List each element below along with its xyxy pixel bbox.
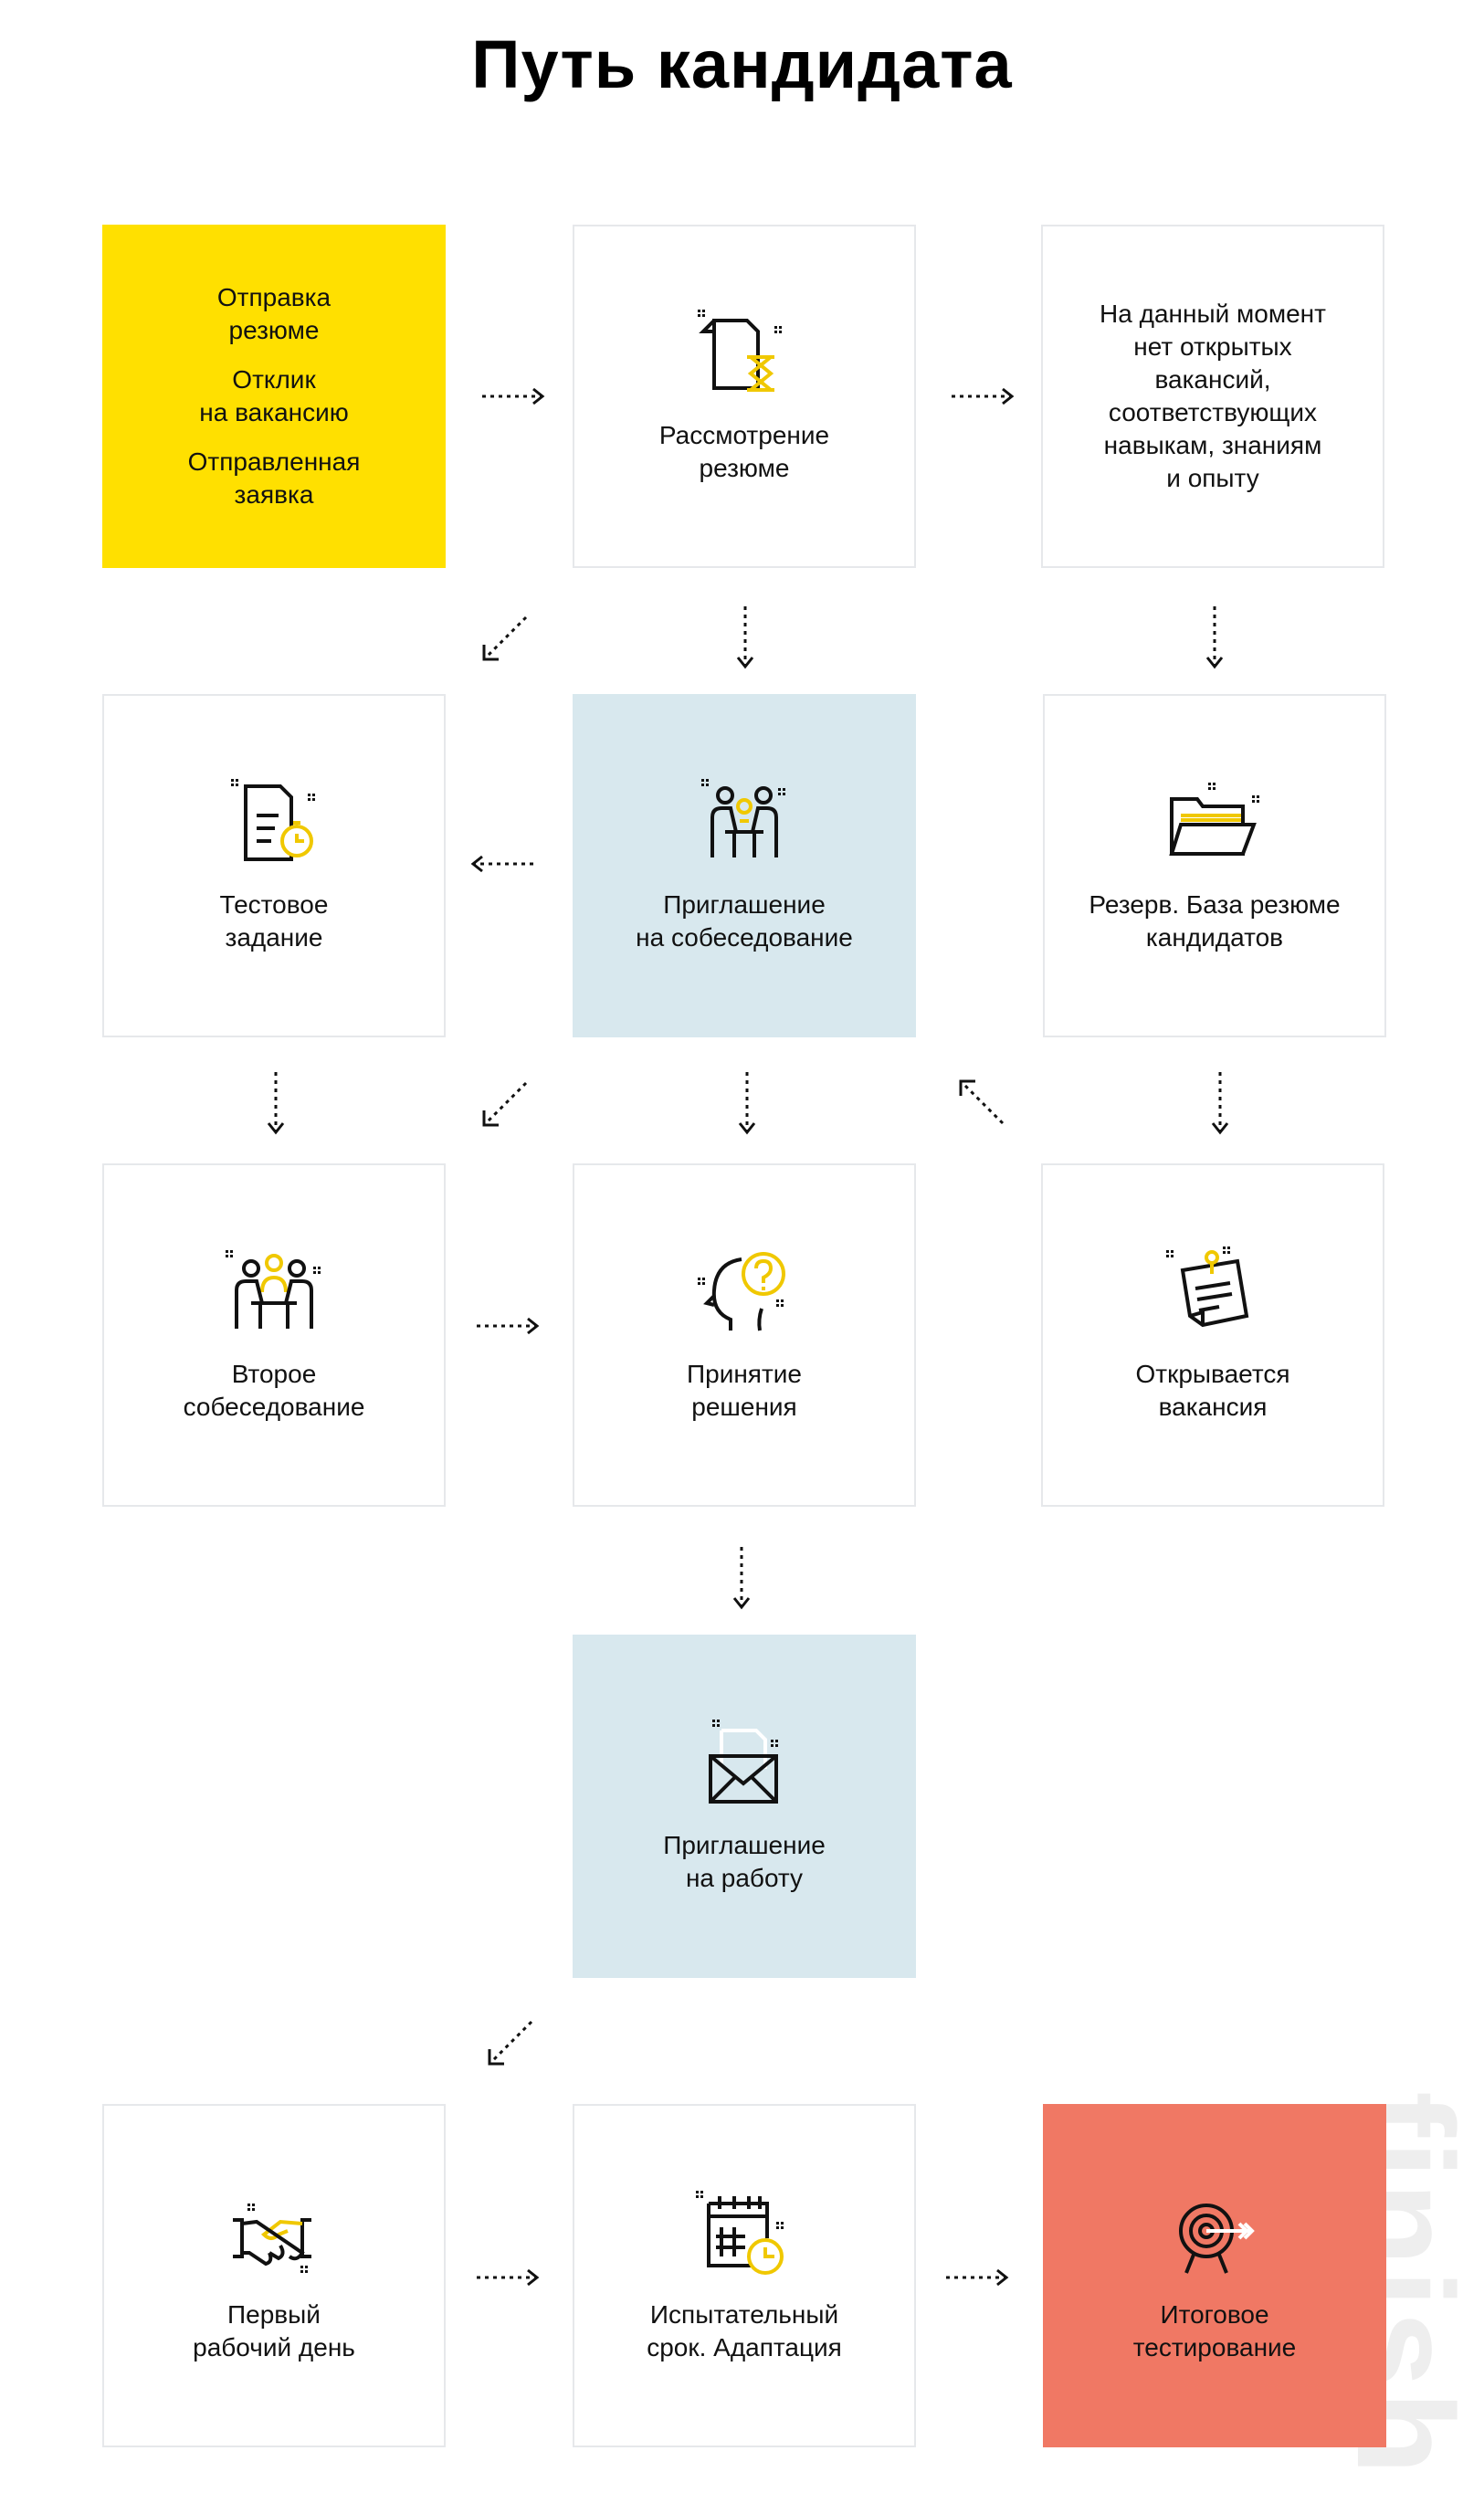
second-interview-label: Второе собеседование: [183, 1360, 365, 1421]
arrow-interview-to-test-task: [466, 827, 539, 900]
meeting-icon: [224, 1246, 324, 1338]
finish-watermark: finish: [1329, 2091, 1482, 2478]
head-question-icon: [694, 1246, 795, 1338]
node-first-day: Первый рабочий день: [102, 2104, 446, 2447]
folder-icon: [1164, 777, 1265, 868]
vacancy-opens-label: Открывается вакансия: [1135, 1360, 1290, 1421]
application-item-request: Отправленная заявка: [187, 447, 361, 509]
node-resume-review: Рассмотрение резюме: [573, 225, 916, 568]
pinned-note-icon: [1163, 1246, 1263, 1338]
arrow-test-task-to-second-interview: [239, 1067, 312, 1140]
node-final-test: Итоговое тестирование: [1043, 2104, 1386, 2447]
target-icon: [1164, 2187, 1265, 2278]
arrow-interview-to-second-interview: [469, 1067, 542, 1140]
node-test-task: Тестовое задание: [102, 694, 446, 1037]
no-vacancies-label: На данный момент нет открытых вакансий, …: [1100, 300, 1326, 492]
node-reserve: Резерв. База резюме кандидатов: [1043, 694, 1386, 1037]
arrow-review-to-test-task: [469, 601, 542, 674]
handshake-icon: [224, 2187, 324, 2278]
decision-label: Принятие решения: [687, 1360, 802, 1421]
final-test-label: Итоговое тестирование: [1132, 2300, 1297, 2362]
node-decision: Принятие решения: [573, 1163, 916, 1507]
arrow-review-to-no-vacancies: [946, 360, 1019, 433]
page-title: Путь кандидата: [471, 26, 1013, 102]
arrow-probation-to-final-test: [941, 2241, 1014, 2314]
document-timer-icon: [224, 777, 324, 868]
interview-invite-label: Приглашение на собеседование: [636, 890, 853, 952]
reserve-label: Резерв. База резюме кандидатов: [1089, 890, 1341, 952]
resume-review-label: Рассмотрение резюме: [658, 421, 830, 482]
test-task-label: Тестовое задание: [219, 890, 329, 952]
application-item-resume: Отправка резюме: [216, 283, 332, 344]
arrow-first-day-to-probation: [471, 2241, 544, 2314]
arrow-offer-to-first-day: [475, 2005, 548, 2078]
arrow-no-vacancies-to-reserve: [1178, 601, 1251, 674]
arrow-application-to-review: [477, 360, 550, 433]
arrow-decision-to-offer: [705, 1541, 778, 1615]
job-offer-label: Приглашение на работу: [663, 1831, 826, 1892]
node-application: Отправка резюме Отклик на вакансию Отпра…: [102, 225, 446, 568]
node-second-interview: Второе собеседование: [102, 1163, 446, 1507]
node-job-offer: Приглашение на работу: [573, 1635, 916, 1978]
probation-label: Испытательный срок. Адаптация: [647, 2300, 842, 2362]
arrow-vacancy-to-interview: [946, 1067, 1019, 1140]
first-day-label: Первый рабочий день: [193, 2300, 355, 2362]
interview-icon: [694, 777, 795, 868]
application-item-response: Отклик на вакансию: [199, 365, 349, 426]
start-watermark: start: [0, 164, 256, 566]
envelope-icon: [694, 1718, 795, 1809]
arrow-second-interview-to-decision: [471, 1289, 544, 1362]
node-vacancy-opens: Открывается вакансия: [1041, 1163, 1384, 1507]
node-no-vacancies: На данный момент нет открытых вакансий, …: [1041, 225, 1384, 568]
arrow-interview-to-decision: [710, 1067, 784, 1140]
node-probation: Испытательный срок. Адаптация: [573, 2104, 916, 2447]
arrow-review-to-interview: [709, 601, 782, 674]
node-interview-invite: Приглашение на собеседование: [573, 694, 916, 1037]
document-hourglass-icon: [694, 308, 795, 399]
calendar-clock-icon: [694, 2187, 795, 2278]
arrow-reserve-to-vacancy: [1184, 1067, 1257, 1140]
